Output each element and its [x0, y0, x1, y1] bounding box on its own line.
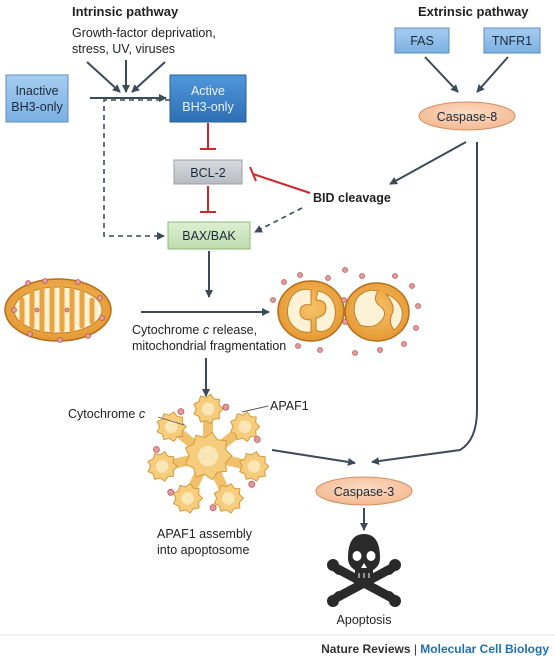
stimuli-label-line1: Growth-factor deprivation, — [72, 26, 216, 40]
apaf1-monomer-core — [164, 420, 178, 433]
cytochrome-c-dot — [253, 436, 261, 443]
bcl2-inhibits-baxbak — [200, 186, 216, 213]
fas-box: FAS — [394, 27, 450, 54]
bh3-inhibits-bcl2 — [200, 123, 216, 150]
intrinsic-pathway-header: Intrinsic pathway — [72, 4, 179, 19]
apoptosome-to-caspase3-arrow — [271, 449, 356, 466]
baxbak-box: BAX/BAK — [167, 221, 251, 250]
bid-inhibits-bcl2 — [249, 166, 311, 194]
apaf1-pointer — [241, 405, 269, 413]
apaf1-monomer-core — [247, 460, 261, 473]
caspase3-label: Caspase-3 — [334, 485, 394, 499]
credit-section: Molecular Cell Biology — [420, 642, 549, 656]
caspase8-to-bid-arrow — [389, 141, 467, 185]
fas-to-caspase8-arrow — [424, 56, 459, 93]
apoptosis-label: Apoptosis — [337, 613, 392, 627]
cytochrome-c-dot — [248, 480, 256, 488]
active-bh3-label-line1: Active — [191, 84, 225, 98]
inactive-bh3-box: Inactive BH3-only — [5, 74, 69, 123]
cytochrome-c-dot — [177, 408, 185, 416]
cytochrome-c-dot — [222, 403, 230, 411]
cytochrome-c-dot — [209, 504, 217, 512]
inactive-bh3-label-line2: BH3-only — [11, 100, 63, 114]
fragmented-mitochondria-icon — [270, 267, 421, 356]
fas-label: FAS — [410, 34, 434, 48]
baxbak-label: BAX/BAK — [182, 229, 236, 243]
credit-journal: Nature Reviews — [321, 642, 411, 656]
direct-activation-dashed-arrow — [103, 99, 170, 240]
apoptosome-assembly-label-line2: into apoptosome — [157, 543, 249, 557]
apaf1-monomer-core — [201, 402, 215, 416]
cytochrome-c-label: Cytochrome c — [68, 407, 146, 421]
cytochrome-release-label-line1: Cytochrome c release, — [132, 323, 257, 337]
cytochrome-c-dot — [152, 446, 160, 453]
intact-mitochondrion-icon — [4, 278, 112, 343]
caspase3-node: Caspase-3 — [315, 476, 413, 506]
bid-cleavage-label: BID cleavage — [313, 191, 391, 205]
apoptosome-assembly-label-line1: APAF1 assembly — [157, 527, 253, 541]
credit-line: Nature Reviews | Molecular Cell Biology — [321, 642, 549, 656]
apoptosome-hub-core — [197, 445, 219, 467]
tnfr1-box: TNFR1 — [483, 27, 541, 54]
caspase8-label: Caspase-8 — [437, 110, 497, 124]
active-bh3-label-line2: BH3-only — [182, 100, 234, 114]
inactive-bh3-label-line1: Inactive — [15, 84, 58, 98]
tnfr1-label: TNFR1 — [492, 34, 532, 48]
caspase8-node: Caspase-8 — [418, 101, 516, 131]
bcl2-box: BCL-2 — [173, 159, 243, 185]
stimuli-label-line2: stress, UV, viruses — [72, 42, 175, 56]
cytochrome-release-label-line2: mitochondrial fragmentation — [132, 339, 286, 353]
active-bh3-box: Active BH3-only — [169, 74, 247, 123]
apaf1-monomer-core — [181, 492, 194, 505]
apaf1-monomer-core — [238, 420, 252, 433]
credit-separator: | — [411, 642, 421, 656]
bcl2-label: BCL-2 — [190, 166, 225, 180]
skull-crossbones-icon — [327, 534, 401, 607]
bid-to-baxbak-dashed-arrow — [254, 207, 303, 233]
tnfr1-to-caspase8-arrow — [476, 56, 509, 93]
cytochrome-c-dot — [167, 488, 175, 496]
cytochrome-c-pointer — [157, 416, 185, 426]
stimulus-arrows — [86, 60, 166, 93]
extrinsic-pathway-header: Extrinsic pathway — [418, 4, 529, 19]
apaf1-monomer-core — [222, 492, 235, 505]
caspase8-to-caspase3-arrow — [371, 142, 478, 466]
apoptosome-icon — [147, 393, 270, 514]
apaf1-monomer-core — [155, 460, 169, 473]
apaf1-label: APAF1 — [270, 399, 309, 413]
